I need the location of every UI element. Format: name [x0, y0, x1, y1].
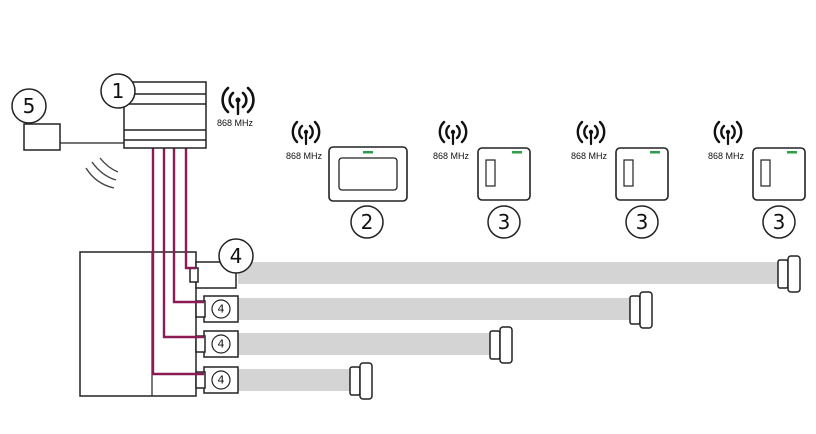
frequency-label-sensor-3: 868 MHz — [708, 151, 745, 161]
pipe-end-cap-3 — [489, 326, 513, 364]
wire-2 — [172, 148, 204, 304]
sensor-unit-1 — [477, 147, 531, 201]
label-circle-4c — [211, 370, 231, 390]
frequency-label-display: 868 MHz — [286, 151, 323, 161]
label-circle-3a — [487, 205, 521, 239]
sensor-unit-3 — [752, 147, 806, 201]
frequency-label-sensor-2: 868 MHz — [571, 151, 608, 161]
label-4-large: 4 — [230, 244, 243, 268]
label-1: 1 — [112, 79, 125, 103]
label-2: 2 — [361, 210, 374, 234]
label-circle-4b — [211, 334, 231, 354]
pipe-4 — [238, 369, 356, 391]
label-circle-3c — [762, 205, 796, 239]
wire-1 — [184, 148, 196, 270]
frequency-label-controller: 868 MHz — [217, 118, 254, 128]
label-3b: 3 — [636, 210, 649, 234]
controller-unit — [123, 81, 207, 149]
display-screen — [338, 157, 398, 191]
label-circle-1 — [100, 73, 136, 109]
label-3a: 3 — [498, 210, 511, 234]
wireless-signal-icon — [85, 157, 119, 189]
label-circle-2 — [350, 205, 384, 239]
pipe-end-cap-4 — [349, 362, 373, 400]
label-circle-3b — [625, 205, 659, 239]
pipe-2 — [238, 298, 636, 320]
heating-pipes — [238, 255, 801, 400]
external-device — [23, 123, 61, 151]
label-3c: 3 — [773, 210, 786, 234]
label-circle-4a — [211, 299, 231, 319]
sensor-unit-2 — [615, 147, 669, 201]
control-wires — [151, 148, 204, 376]
pipe-end-cap-1 — [777, 255, 801, 293]
pipe-3 — [238, 333, 496, 355]
display-unit — [328, 146, 408, 202]
antenna-icon — [713, 120, 743, 146]
wire-3 — [162, 148, 204, 339]
label-circle-4-large — [218, 238, 254, 274]
frequency-label-sensor-1: 868 MHz — [433, 151, 470, 161]
antenna-icon — [291, 120, 321, 146]
label-4b: 4 — [218, 338, 225, 351]
label-5: 5 — [23, 94, 36, 118]
label-4c: 4 — [218, 374, 225, 387]
pipe-end-cap-2 — [629, 291, 653, 329]
manifold-box — [79, 251, 197, 397]
display-indicator — [363, 151, 373, 154]
antenna-icon — [221, 86, 255, 116]
label-4a: 4 — [218, 303, 225, 316]
pipe-1 — [238, 262, 784, 284]
wire-4 — [151, 148, 204, 376]
antenna-icon — [576, 120, 606, 146]
antenna-icon — [438, 120, 468, 146]
label-circle-5 — [11, 88, 47, 124]
